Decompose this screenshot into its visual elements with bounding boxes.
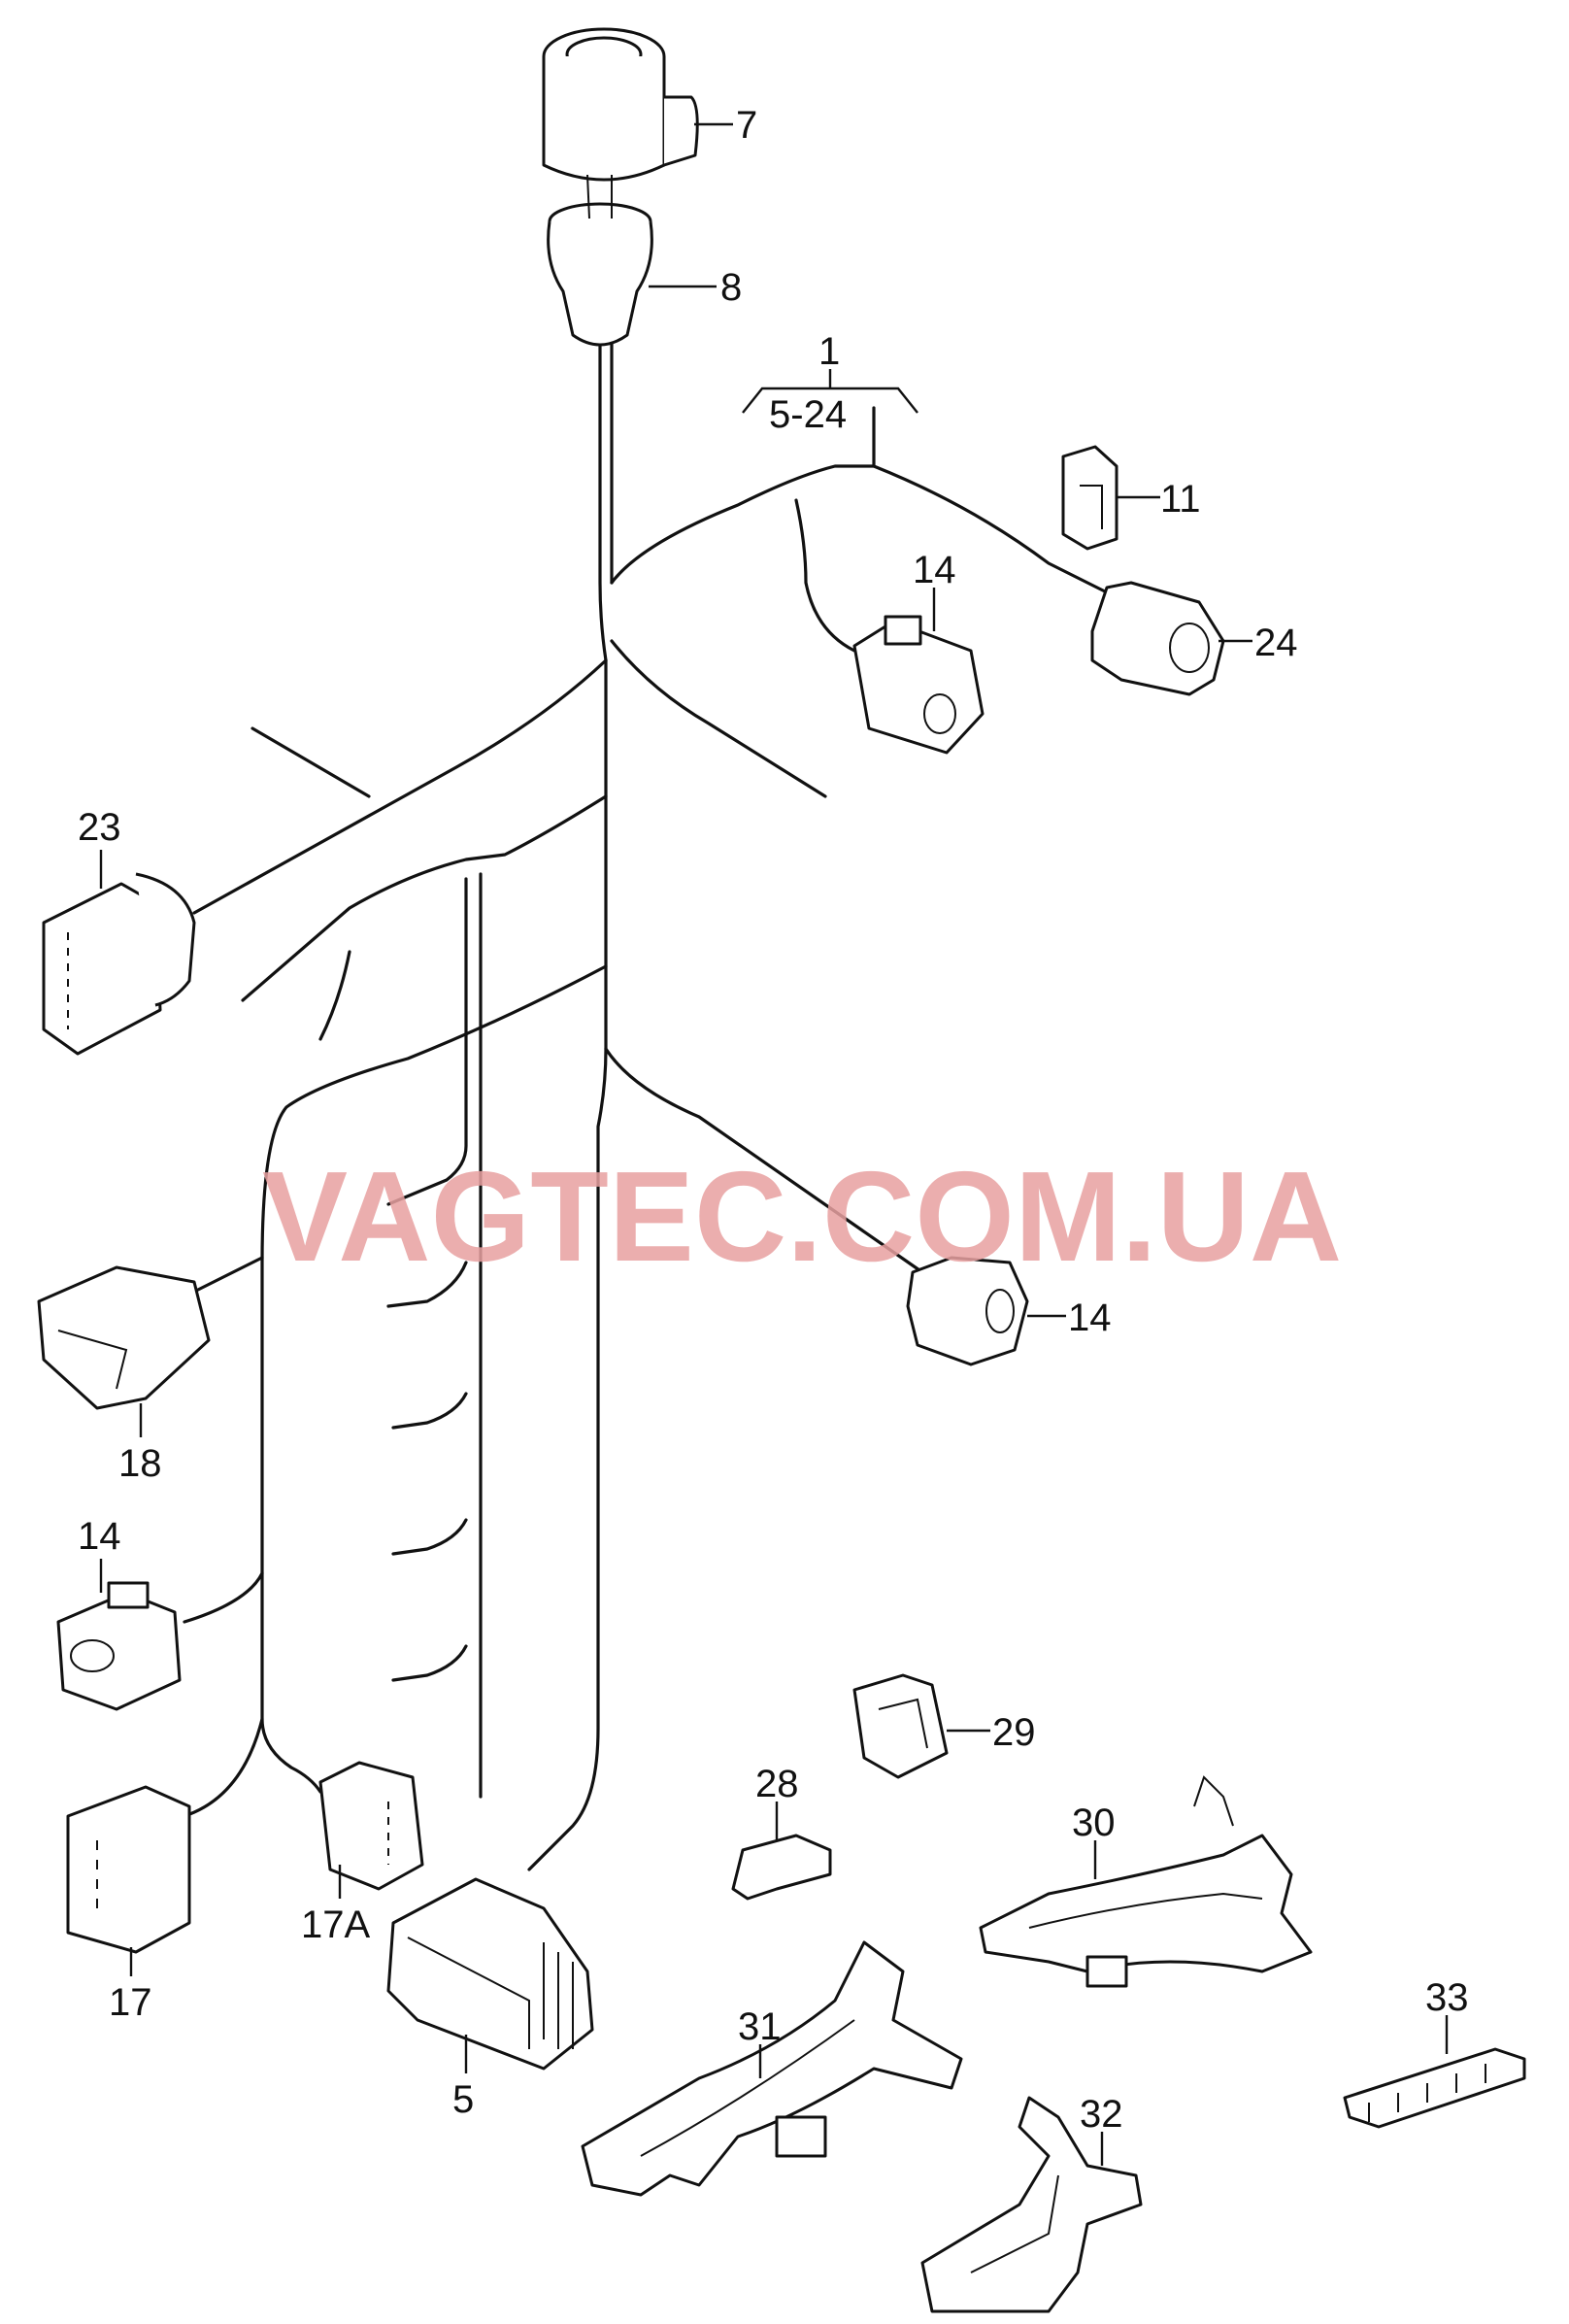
- inner-trunk-right: [386, 877, 468, 1206]
- connector-5-body: [386, 1877, 594, 2071]
- callout-24: 24: [1254, 622, 1298, 664]
- part-17-connector: [66, 1785, 191, 1954]
- connector-18-face: [57, 1330, 128, 1390]
- connector-14-left-body: [56, 1591, 182, 1711]
- callout-33: 33: [1425, 1976, 1469, 2019]
- part-14-left-connector: [56, 1581, 182, 1711]
- connector-14-left-latch: [107, 1581, 150, 1609]
- duct-31-tab: [775, 2115, 827, 2158]
- grommet-body: [547, 220, 653, 347]
- part-17a-connector: [318, 1761, 424, 1891]
- connector-5-ribs: [543, 1942, 574, 2049]
- callout-18: 18: [118, 1442, 162, 1485]
- callout-23: 23: [78, 806, 121, 849]
- branch-14-top: [794, 498, 856, 653]
- branch-small-drop: [318, 950, 351, 1041]
- stub-3: [391, 1392, 468, 1430]
- callout-7: 7: [736, 104, 757, 147]
- branch-left-long: [260, 964, 608, 1794]
- clip-11-body: [1061, 445, 1118, 551]
- part-23-connector: [42, 872, 196, 1056]
- part-14-top-connector: [852, 615, 985, 755]
- strip-33-body: [1343, 2047, 1526, 2129]
- callout-31: 31: [738, 2005, 782, 2048]
- clip-28-body: [731, 1834, 832, 1901]
- leader-lines: [99, 122, 1449, 2166]
- duct-31-rail: [640, 2019, 855, 2157]
- connector-24-socket: [1169, 623, 1210, 673]
- callout-30: 30: [1072, 1802, 1116, 1844]
- stub-4: [391, 1518, 468, 1556]
- strip-33-teeth: [1368, 2064, 1486, 2122]
- part-5-control-unit-connector: [386, 1877, 594, 2071]
- watermark: VAGTEC.COM.UA: [262, 1145, 1342, 1288]
- branch-center-right: [610, 639, 827, 798]
- callout-17a: 17A: [301, 1903, 370, 1946]
- branch-17: [183, 1717, 264, 1818]
- guide-30-foot: [1085, 1955, 1128, 1988]
- callout-32: 32: [1080, 2093, 1123, 2136]
- round-connector-body: [542, 56, 666, 182]
- part-14-center-connector: [906, 1256, 1029, 1366]
- part-33-clip-strip: [1343, 2047, 1526, 2129]
- callout-labels: 1 5-24 7 8 11 14 24 23 14 18 14 17 17A 5…: [78, 104, 1469, 2136]
- connector-14-left-socket: [70, 1639, 115, 1672]
- connector-5-face: [407, 1937, 530, 2049]
- connector-14-center-socket: [985, 1289, 1015, 1333]
- branch-14-left: [183, 1571, 264, 1624]
- part-31-cable-duct: [581, 1940, 963, 2197]
- clip-11-detail: [1080, 485, 1103, 529]
- part-11-clip: [1061, 445, 1118, 551]
- branch-23: [192, 658, 608, 915]
- callout-11: 11: [1160, 478, 1201, 521]
- callout-5: 5: [452, 2078, 474, 2121]
- connector-17a-body: [318, 1761, 424, 1891]
- part-32-bracket: [920, 2096, 1143, 2313]
- bracket-32-detail: [970, 2174, 1059, 2273]
- callout-17: 17: [109, 1981, 152, 2024]
- callout-14-top: 14: [913, 549, 956, 591]
- branch-upper-right: [610, 464, 1109, 594]
- callout-1: 1: [818, 330, 840, 373]
- part-7-round-connector: [542, 27, 699, 182]
- branch-middle-left: [241, 794, 608, 1002]
- callout-28: 28: [755, 1763, 799, 1805]
- connector-14-top-latch: [884, 615, 922, 646]
- round-connector-latch: [663, 95, 699, 167]
- connector-23-body: [42, 882, 162, 1056]
- callout-29: 29: [992, 1711, 1036, 1754]
- connector-18-body: [37, 1265, 211, 1410]
- connector-24-body: [1090, 581, 1225, 696]
- guide-30-channel: [1028, 1892, 1263, 1929]
- callout-1-range: 5-24: [769, 393, 847, 436]
- grommet-wire-1: [586, 174, 590, 219]
- bracket-29-body: [852, 1673, 949, 1779]
- callout-14-center: 14: [1068, 1297, 1112, 1339]
- main-trunk: [527, 338, 608, 1871]
- callout-8: 8: [720, 266, 742, 309]
- connector-14-top-socket: [923, 693, 956, 734]
- wiring-harness: [183, 338, 1109, 1871]
- branch-center-14: [604, 1047, 924, 1274]
- guide-30-tab: [1193, 1775, 1234, 1827]
- bracket-29-fold: [878, 1698, 928, 1749]
- part-24-connector: [1090, 581, 1225, 696]
- part-28-clip: [731, 1834, 832, 1901]
- callout-14-left: 14: [78, 1515, 121, 1558]
- part-18-connector: [37, 1265, 211, 1410]
- part-29-bracket: [852, 1673, 949, 1779]
- connector-14-center-body: [906, 1256, 1029, 1366]
- duct-31-body: [581, 1940, 963, 2197]
- bracket-32-body: [920, 2096, 1143, 2313]
- branch-upper-left-stub: [250, 726, 371, 798]
- stub-2: [386, 1261, 468, 1308]
- stub-5: [391, 1644, 468, 1682]
- part-30-cable-guide: [979, 1775, 1313, 1988]
- connector-17-body: [66, 1785, 191, 1954]
- branch-18: [192, 1256, 264, 1294]
- connector-23-boot: [135, 872, 196, 1007]
- part-8-grommet: [547, 174, 653, 347]
